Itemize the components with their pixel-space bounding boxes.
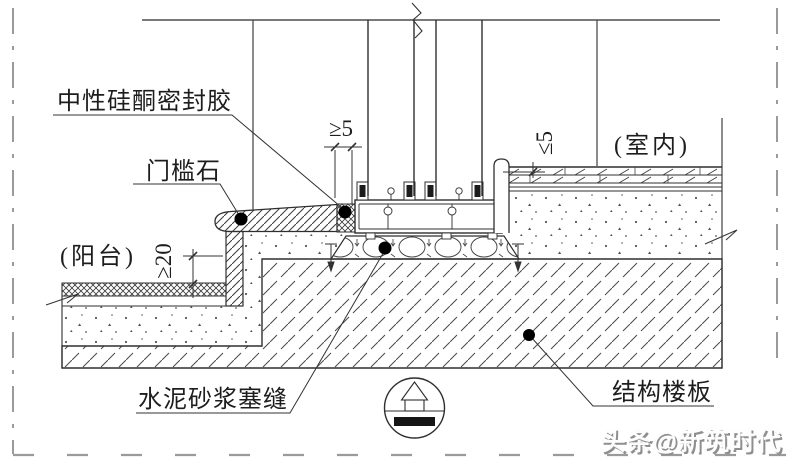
leader-mortar	[136, 249, 386, 414]
balcony-waterproof-layer	[61, 282, 227, 297]
mortar-bed	[243, 233, 346, 306]
gasket	[359, 185, 366, 197]
leader-slab	[530, 336, 714, 407]
top-break-symbol	[411, 2, 423, 39]
sill-body	[354, 199, 503, 234]
gasket	[427, 185, 434, 197]
dim-floor-gap: ≤5	[532, 131, 557, 155]
balcony-screed	[62, 306, 262, 346]
label-structural-slab: 结构楼板	[612, 379, 712, 406]
left-break-arrow	[45, 293, 79, 306]
label-sealant: 中性硅酮密封胶	[57, 88, 232, 115]
interior-floor-layers	[509, 118, 738, 368]
leader-lines	[53, 114, 714, 414]
label-mortar-caulk: 水泥砂浆塞缝	[138, 386, 288, 413]
leader-dot-sealant	[338, 205, 352, 219]
right-break-arrow	[704, 229, 738, 245]
dim-sealant-joint: ≥5	[329, 116, 353, 141]
detail-symbol	[383, 377, 446, 439]
sill-upstand	[493, 158, 510, 233]
dim-upstand-height: ≥20	[151, 243, 176, 279]
sill-foot	[441, 232, 452, 240]
interior-screed	[509, 191, 722, 259]
floor-tile-band-2	[509, 175, 722, 183]
label-indoor: (室内)	[614, 132, 690, 159]
gasket	[474, 185, 481, 197]
track-assembly	[356, 181, 484, 201]
symbol-bar	[394, 417, 435, 426]
dimensions	[183, 142, 545, 298]
door-frame-profile	[354, 158, 510, 240]
watermark-shadow-text: 头条@新筑时代	[603, 429, 784, 458]
upper-lines	[142, 2, 720, 210]
gasket	[406, 185, 413, 197]
mortar-caulk-joint	[325, 235, 524, 273]
watermark-text: 头条@新筑时代	[601, 427, 782, 456]
door-leaf-lines	[367, 20, 483, 196]
sill-foot	[487, 232, 498, 240]
anchor-pin-left	[325, 243, 337, 273]
leader-dot-slab	[523, 329, 535, 341]
symbol-stem	[404, 399, 425, 412]
threshold-stone-top	[214, 203, 338, 233]
label-balcony: (阳台)	[60, 243, 136, 270]
sill-foot	[365, 232, 376, 240]
boundary-lines	[12, 8, 786, 457]
floor-tile-band-1	[509, 167, 722, 175]
leader-threshold	[133, 183, 240, 216]
leader-dot-mortar	[378, 241, 392, 255]
label-threshold-stone: 门槛石	[146, 158, 221, 185]
leader-sealant	[53, 114, 342, 208]
balcony-floor-layers	[45, 282, 262, 368]
leader-dot-threshold	[234, 212, 248, 226]
watermark: 头条@新筑时代 头条@新筑时代	[601, 427, 784, 458]
threshold-stone-leg	[225, 230, 244, 307]
anchor-pin-right	[512, 243, 524, 273]
threshold-stone	[214, 203, 338, 307]
